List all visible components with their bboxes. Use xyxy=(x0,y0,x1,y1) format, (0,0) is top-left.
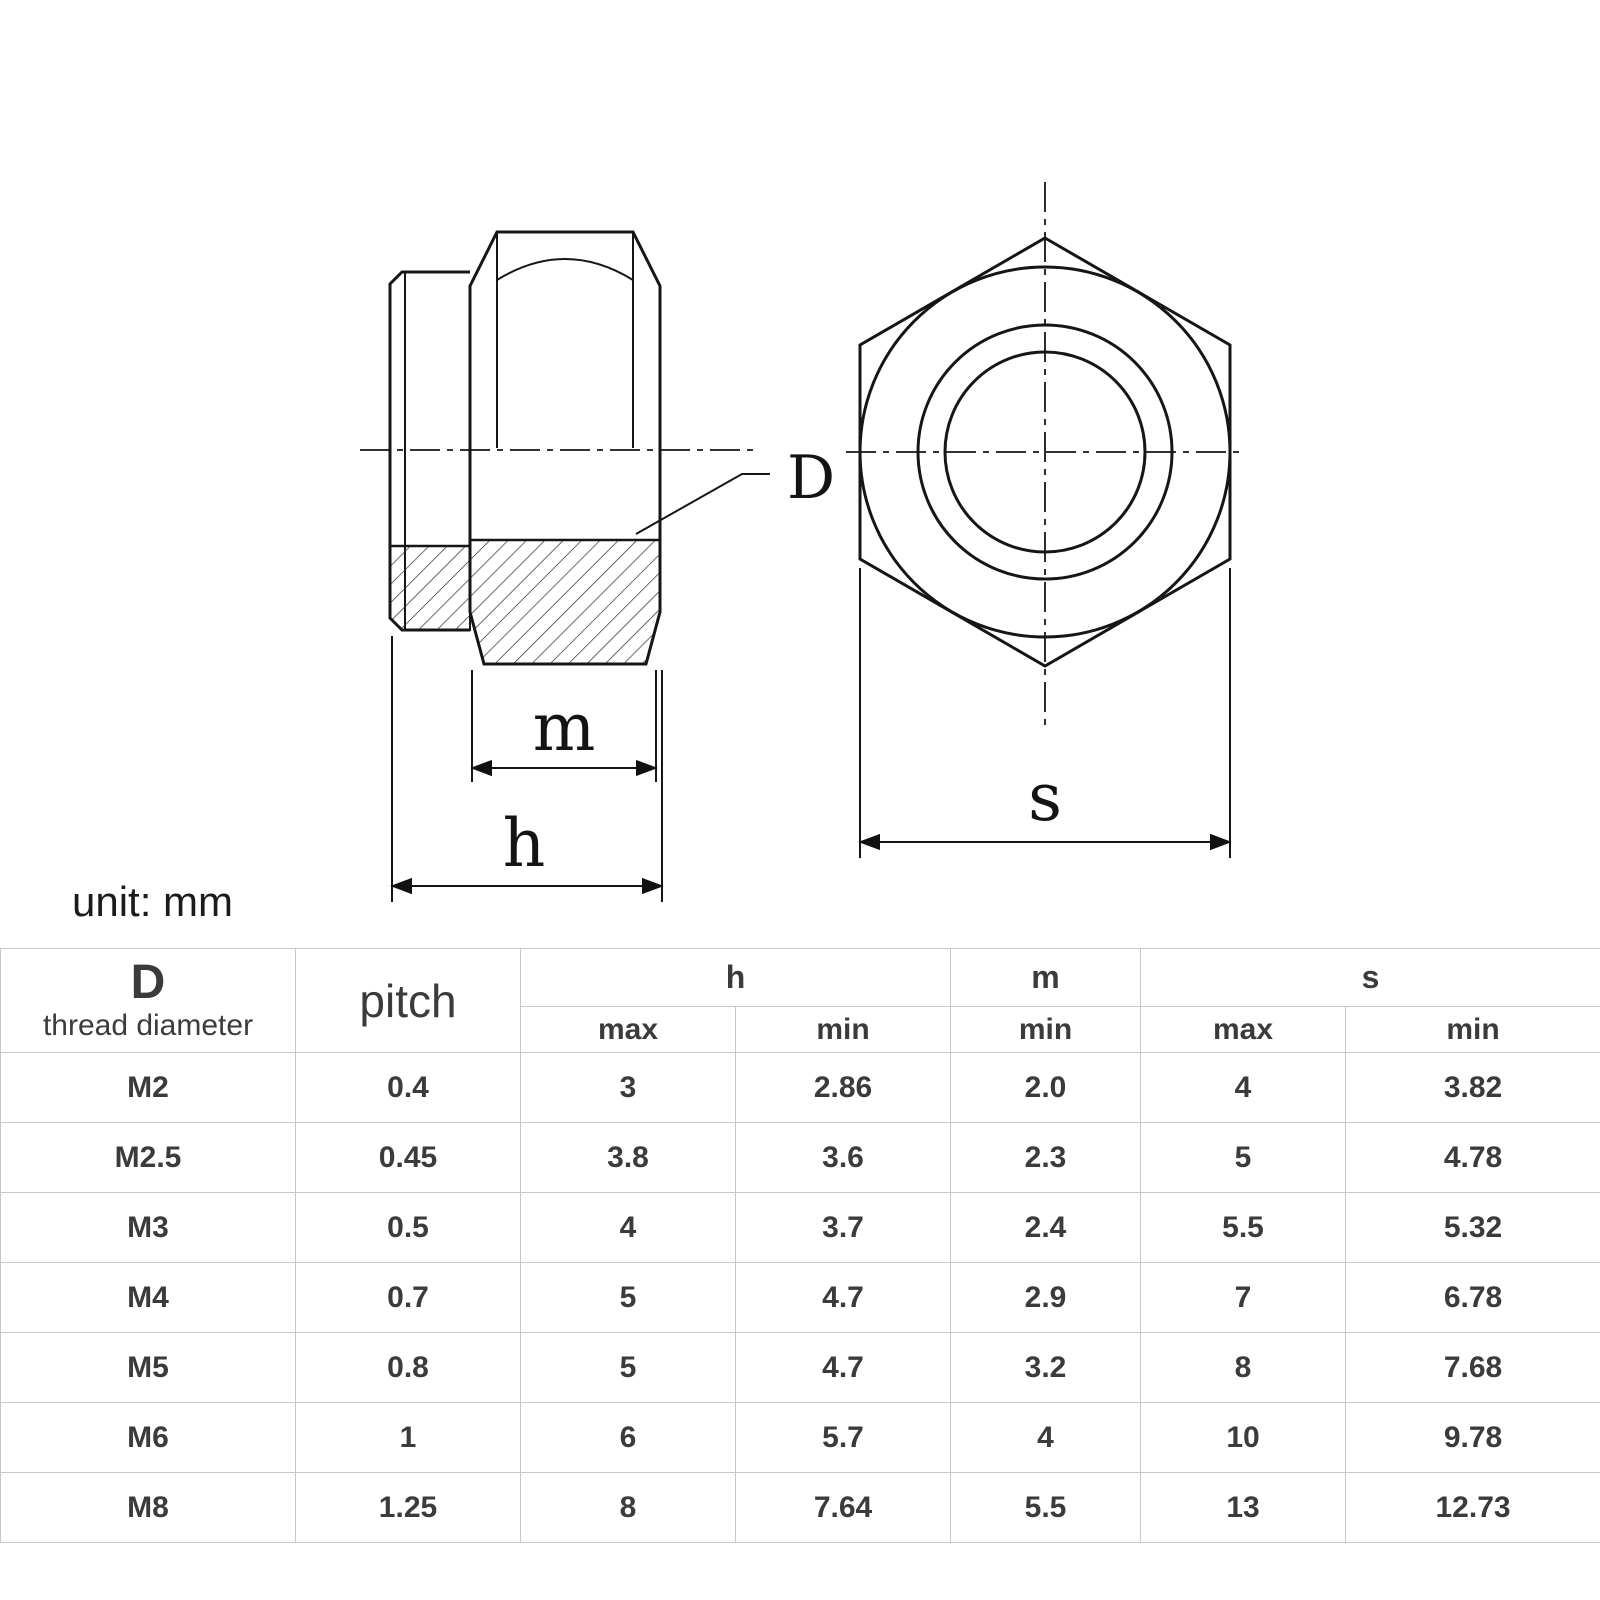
table-cell: 0.4 xyxy=(295,1052,521,1123)
section-hatch-body xyxy=(469,539,661,665)
table-cell: 7.68 xyxy=(1345,1332,1600,1403)
table-cell: 5 xyxy=(520,1332,736,1403)
table-cell: 2.9 xyxy=(950,1262,1142,1333)
table-cell: 2.4 xyxy=(950,1192,1142,1263)
table-cell: M3 xyxy=(0,1192,296,1263)
table-cell: 2.3 xyxy=(950,1122,1142,1193)
table-cell: 8 xyxy=(520,1472,736,1543)
table-cell: 3 xyxy=(520,1052,736,1123)
table-cell: M4 xyxy=(0,1262,296,1333)
hexagon-outline xyxy=(858,236,1232,668)
table-cell: 7 xyxy=(1140,1262,1347,1333)
dim-m xyxy=(470,670,658,782)
table-cell: M5 xyxy=(0,1332,296,1403)
table-cell: 3.2 xyxy=(950,1332,1142,1403)
header-s: s xyxy=(1140,948,1600,1007)
header-s-min: min xyxy=(1345,1006,1600,1053)
table-cell: 6 xyxy=(520,1402,736,1473)
table-cell: M6 xyxy=(0,1402,296,1473)
header-s-max: max xyxy=(1140,1006,1347,1053)
table-cell: M2 xyxy=(0,1052,296,1123)
table-cell: 8 xyxy=(1140,1332,1347,1403)
table-cell: 5.5 xyxy=(1140,1192,1347,1263)
chamfer-arc xyxy=(496,258,634,281)
dim-h xyxy=(390,636,664,902)
table-cell: 1.25 xyxy=(295,1472,521,1543)
table-cell: 5.32 xyxy=(1345,1192,1600,1263)
table-cell: 3.6 xyxy=(734,1122,952,1193)
header-m: m xyxy=(950,948,1142,1007)
table-cell: 12.73 xyxy=(1345,1472,1600,1543)
table-cell: 5 xyxy=(520,1262,736,1333)
table-cell: 4.78 xyxy=(1345,1122,1600,1193)
header-d-subtitle: thread diameter xyxy=(42,1008,254,1042)
table-cell: 4 xyxy=(950,1402,1142,1473)
dim-s xyxy=(858,568,1232,858)
table-cell: 3.7 xyxy=(734,1192,952,1263)
table-cell: 5.5 xyxy=(950,1472,1142,1543)
dim-label-m: m xyxy=(533,689,596,766)
table-cell: 2.86 xyxy=(734,1052,952,1123)
table-cell: 0.8 xyxy=(295,1332,521,1403)
table-cell: 4 xyxy=(520,1192,736,1263)
dim-label-d: D xyxy=(787,443,835,513)
header-m-min: min xyxy=(950,1006,1142,1053)
table-cell: 4 xyxy=(1140,1052,1347,1123)
table-cell: 9.78 xyxy=(1345,1402,1600,1473)
dim-label-s: s xyxy=(1028,759,1062,836)
unit-label: unit: mm xyxy=(72,878,234,925)
dim-label-h: h xyxy=(503,805,546,882)
header-pitch: pitch xyxy=(295,948,521,1053)
table-cell: 6.78 xyxy=(1345,1262,1600,1333)
dim-d xyxy=(635,473,770,535)
table-cell: M8 xyxy=(0,1472,296,1543)
table-cell: 0.45 xyxy=(295,1122,521,1193)
table-header: D thread diameter pitch h m s max min mi… xyxy=(0,948,1600,1053)
spec-table: D thread diameter pitch h m s max min mi… xyxy=(0,948,1600,1543)
table-cell: 4.7 xyxy=(734,1332,952,1403)
table-cell: 4.7 xyxy=(734,1262,952,1333)
table-cell: 5.7 xyxy=(734,1402,952,1473)
technical-drawing: D m h s xyxy=(360,182,1244,902)
table-cell: 3.8 xyxy=(520,1122,736,1193)
table-cell: 10 xyxy=(1140,1402,1347,1473)
table-cell: 1 xyxy=(295,1402,521,1473)
side-view xyxy=(388,230,662,666)
header-h: h xyxy=(519,948,952,1007)
header-d-symbol: D xyxy=(130,955,166,1009)
table-cell: M2.5 xyxy=(0,1122,296,1193)
header-h-max: max xyxy=(520,1006,736,1053)
table-cell: 13 xyxy=(1140,1472,1347,1543)
table-cell: 5 xyxy=(1140,1122,1347,1193)
header-h-min: min xyxy=(734,1006,952,1053)
table-cell: 0.5 xyxy=(295,1192,521,1263)
section-hatch-collar xyxy=(389,545,471,631)
table-cell: 2.0 xyxy=(950,1052,1142,1123)
header-thread-diameter: D thread diameter xyxy=(0,948,296,1053)
table-cell: 3.82 xyxy=(1345,1052,1600,1123)
d-leader-line xyxy=(635,473,770,535)
table-cell: 0.7 xyxy=(295,1262,521,1333)
table-cell: 7.64 xyxy=(734,1472,952,1543)
